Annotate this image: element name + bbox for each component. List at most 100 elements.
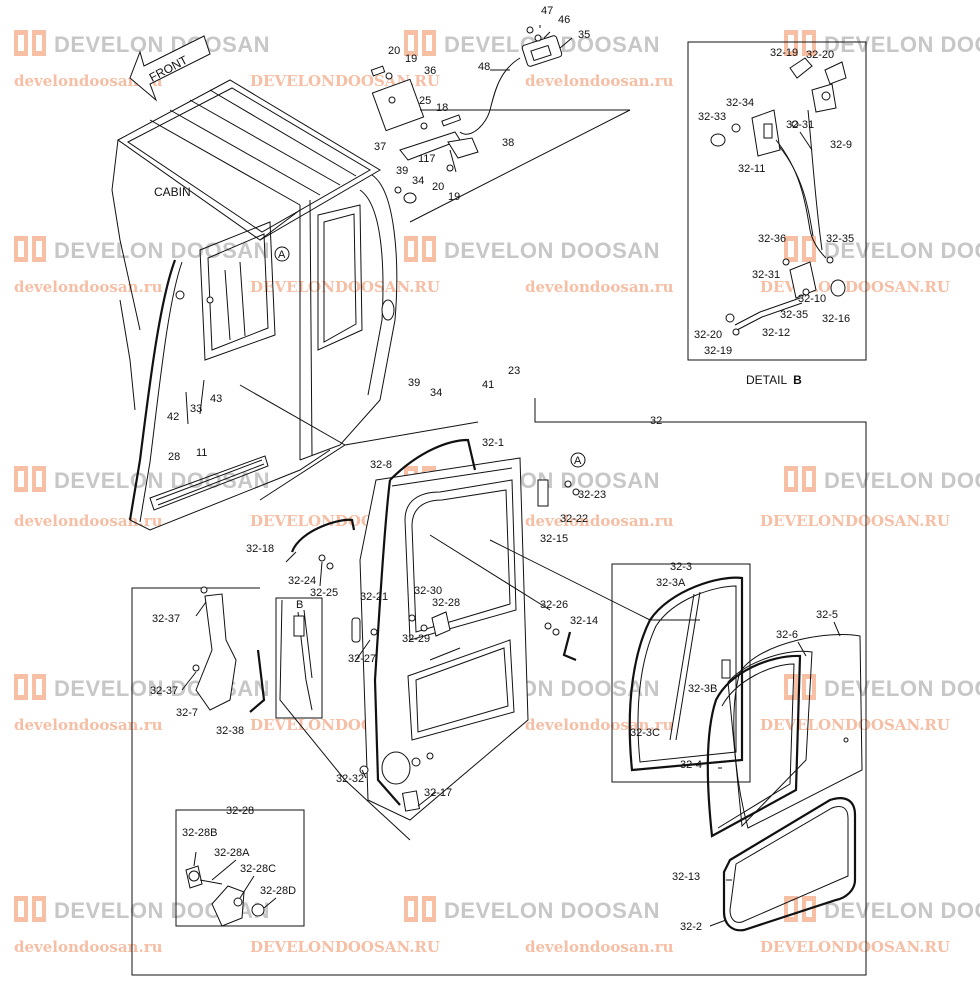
callout-32-12: 32-12 bbox=[762, 327, 790, 339]
callout-32-7: 32-7 bbox=[176, 707, 198, 719]
watermark-brand: DEVELON DOOSAN bbox=[54, 468, 270, 493]
watermark-brand: DEVELON DOOSAN bbox=[824, 676, 980, 701]
watermark-url: DEVELONDOOSAN.RU bbox=[760, 716, 950, 734]
callout-32-16: 32-16 bbox=[822, 313, 850, 325]
callout-32-17: 32-17 bbox=[424, 787, 452, 799]
callout-32-15: 32-15 bbox=[540, 533, 568, 545]
watermark-row-5: DEVELON DOOSAN DEVELON DOOSAN DEVELON DO… bbox=[14, 896, 980, 956]
callout-32-10: 32-10 bbox=[798, 293, 826, 305]
callout-32-20: 32-20 bbox=[694, 329, 722, 341]
watermark-url: DEVELONDOOSAN.RU bbox=[760, 278, 950, 296]
callout-18: 18 bbox=[436, 102, 448, 114]
callout-34: 34 bbox=[412, 175, 424, 187]
callout-32-31: 32-31 bbox=[786, 119, 814, 131]
callout-32-5: 32-5 bbox=[816, 609, 838, 621]
callout-32-6: 32-6 bbox=[776, 629, 798, 641]
callout-32-23: 32-23 bbox=[578, 489, 606, 501]
watermark-brand: DEVELON DOOSAN bbox=[444, 898, 660, 923]
watermark-brand: DEVELON DOOSAN bbox=[824, 32, 980, 57]
callout-41: 41 bbox=[482, 379, 494, 391]
callout-32-8: 32-8 bbox=[370, 459, 392, 471]
callout-19: 19 bbox=[405, 53, 417, 65]
door-lock-assembly-top bbox=[370, 26, 563, 204]
watermark-url: develondoosan.ru bbox=[525, 72, 674, 90]
watermark-url: DEVELONDOOSAN.RU bbox=[760, 938, 950, 956]
callout-33: 33 bbox=[190, 403, 202, 415]
callout-32-29: 32-29 bbox=[402, 633, 430, 645]
watermark-url: DEVELONDOOSAN.RU bbox=[250, 938, 440, 956]
callout-43: 43 bbox=[210, 393, 222, 405]
callout-32-27: 32-27 bbox=[348, 653, 376, 665]
callout-32-28: 32-28 bbox=[432, 597, 460, 609]
watermark-url: develondoosan.ru bbox=[525, 938, 674, 956]
watermark-logo-icon bbox=[404, 30, 436, 56]
callout-32-28a: 32-28A bbox=[214, 847, 250, 859]
callout-34: 34 bbox=[430, 387, 442, 399]
callout-117: 117 bbox=[418, 153, 436, 165]
callout-32-28c: 32-28C bbox=[240, 863, 276, 875]
callout-32-19: 32-19 bbox=[704, 345, 732, 357]
callout-36: 36 bbox=[424, 65, 436, 77]
callout-32-1: 32-1 bbox=[482, 437, 504, 449]
callout-32-4: 32-4 bbox=[680, 759, 702, 771]
watermark-brand: DEVELON DOOSAN bbox=[54, 676, 270, 701]
callout-32-3a: 32-3A bbox=[656, 577, 686, 589]
sliding-window-panel bbox=[611, 563, 751, 783]
callout-25: 25 bbox=[419, 95, 431, 107]
watermark-brand: DEVELON DOOSAN bbox=[824, 238, 980, 263]
watermark-url: develondoosan.ru bbox=[14, 278, 163, 296]
watermark-url: develondoosan.ru bbox=[525, 278, 674, 296]
callout-32-26: 32-26 bbox=[540, 599, 568, 611]
watermark-brand: DEVELON DOOSAN bbox=[824, 468, 980, 493]
callout-20: 20 bbox=[388, 45, 400, 57]
callout-32-11: 32-11 bbox=[738, 163, 765, 175]
callout-32-30: 32-30 bbox=[414, 585, 442, 597]
svg-text:A: A bbox=[278, 249, 286, 261]
watermark-logo-icon bbox=[784, 30, 816, 56]
marker-b: B bbox=[296, 599, 303, 611]
callout-32-19: 32-19 bbox=[770, 47, 798, 59]
callout-32-22: 32-22 bbox=[560, 513, 588, 525]
callout-32-33: 32-33 bbox=[698, 111, 726, 123]
watermark-brand: DEVELON DOOSAN bbox=[54, 32, 270, 57]
callout-23: 23 bbox=[508, 365, 520, 377]
callout-39: 39 bbox=[408, 377, 420, 389]
label-leaders bbox=[181, 131, 841, 927]
callout-32-35: 32-35 bbox=[826, 233, 854, 245]
watermark-row-2: DEVELON DOOSAN DEVELON DOOSAN DEVELON DO… bbox=[14, 236, 980, 296]
svg-text:A: A bbox=[574, 455, 582, 467]
callout-32-13: 32-13 bbox=[672, 871, 700, 883]
watermark-url: develondoosan.ru bbox=[14, 512, 163, 530]
callout-28: 28 bbox=[168, 451, 180, 463]
callout-35: 35 bbox=[578, 29, 590, 41]
callout-32-14: 32-14 bbox=[570, 615, 598, 627]
callout-37: 37 bbox=[374, 141, 386, 153]
callout-46: 46 bbox=[558, 14, 570, 26]
leader-lines-top bbox=[409, 25, 631, 223]
callout-32-38: 32-38 bbox=[216, 725, 244, 737]
callout-39: 39 bbox=[396, 165, 408, 177]
callout-32-3c: 32-3C bbox=[630, 727, 660, 739]
callout-32-31: 32-31 bbox=[752, 269, 780, 281]
callout-32-9: 32-9 bbox=[830, 139, 852, 151]
callout-32-18: 32-18 bbox=[246, 543, 274, 555]
callout-32-37: 32-37 bbox=[152, 613, 180, 625]
watermark-brand: DEVELON DOOSAN bbox=[54, 238, 270, 263]
watermark-url: develondoosan.ru bbox=[14, 938, 163, 956]
callout-32-3: 32-3 bbox=[670, 561, 692, 573]
callout-32-21: 32-21 bbox=[360, 591, 388, 603]
callout-32-3b: 32-3B bbox=[688, 683, 717, 695]
callout-19: 19 bbox=[448, 191, 460, 203]
callout-32-36: 32-36 bbox=[758, 233, 786, 245]
watermark-logo-icon bbox=[14, 30, 46, 56]
watermark-brand: DEVELON DOOSAN bbox=[444, 238, 660, 263]
callout-47: 47 bbox=[541, 5, 553, 17]
watermark-url: DEVELONDOOSAN.RU bbox=[760, 512, 950, 530]
callout-38: 38 bbox=[502, 137, 514, 149]
callout-42: 42 bbox=[167, 411, 179, 423]
callout-32-28: 32-28 bbox=[226, 805, 254, 817]
assembly-32-boundary bbox=[131, 384, 867, 976]
